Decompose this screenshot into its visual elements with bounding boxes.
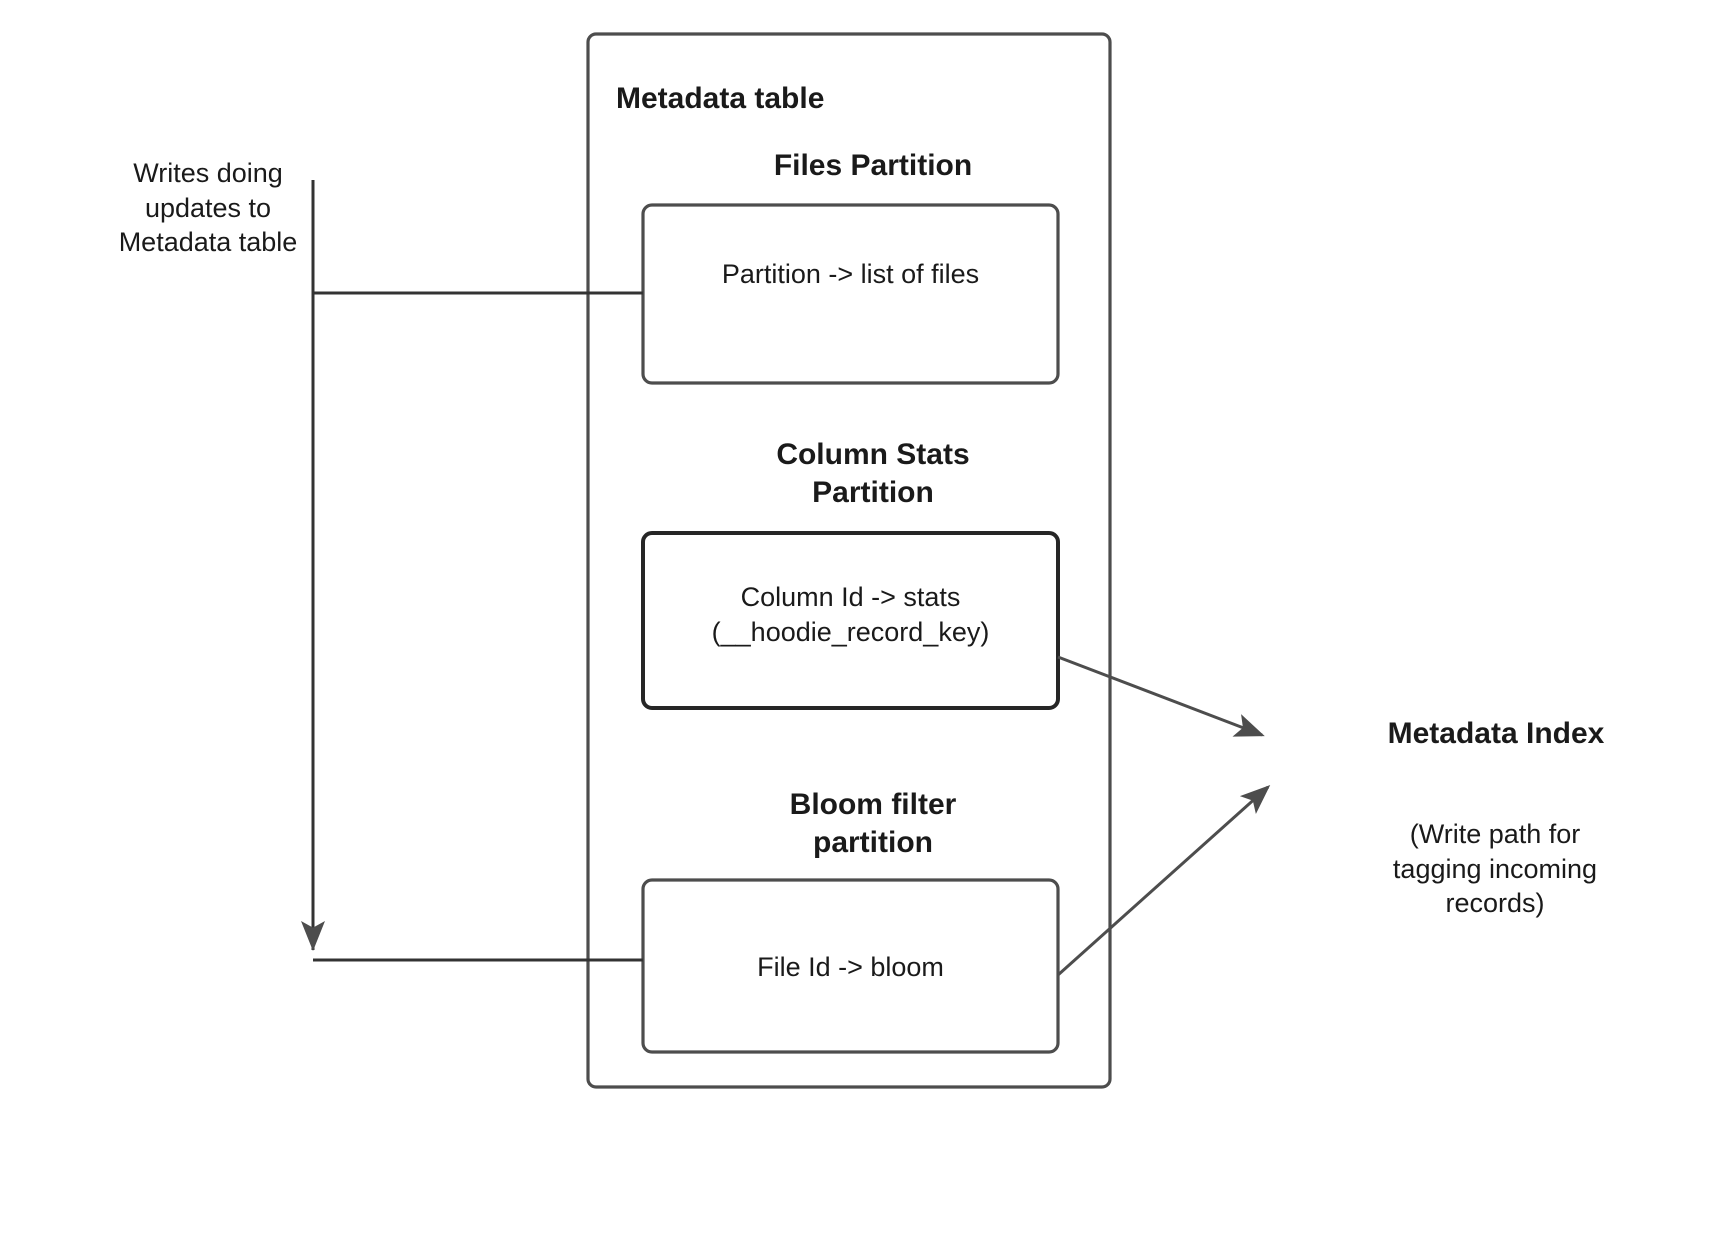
files-partition-box xyxy=(641,203,1060,385)
metadata-table-outer-box xyxy=(586,32,1112,1089)
files-partition-heading: Files Partition xyxy=(773,149,973,182)
bloom-filter-box-label: File Id -> bloom xyxy=(757,952,944,982)
column-stats-heading: Column Stats Partition xyxy=(776,438,970,510)
metadata-table-title: Metadata table xyxy=(616,82,825,115)
column-stats-to-index-arrow xyxy=(1057,655,1265,737)
bloom-filter-heading: Bloom filter partition xyxy=(789,788,957,860)
writes-note-label: Writes doing updates to Metadata table xyxy=(118,158,298,258)
files-partition-box-label: Partition -> list of files xyxy=(721,259,980,289)
metadata-index-title: Metadata Index xyxy=(1387,717,1605,750)
metadata-index-description: (Write path for tagging incoming records… xyxy=(1392,819,1598,919)
column-stats-box-label: Column Id -> stats (__hoodie_record_key) xyxy=(711,582,990,647)
